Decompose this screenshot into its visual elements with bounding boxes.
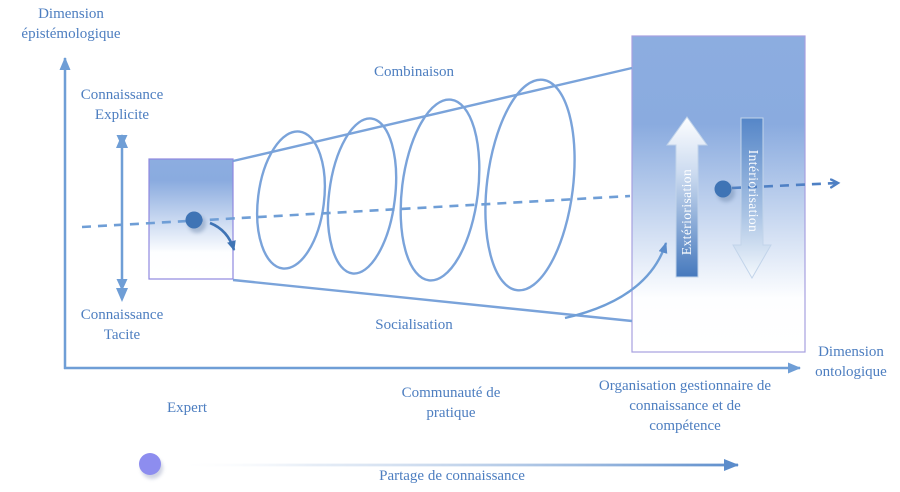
explicit-knowledge-label: Connaissance Explicite <box>80 87 164 123</box>
internalisation-label: Intériorisation <box>746 149 761 233</box>
internalisation-arrow <box>732 117 772 280</box>
knowledge-dot-expert <box>185 211 206 233</box>
tacit-knowledge-label: Connaissance Tacite <box>80 307 164 343</box>
externalisation-arrow <box>666 116 708 278</box>
knowledge-dot-organisation <box>714 180 735 202</box>
share-knowledge-dot <box>139 453 163 479</box>
stage-community-label: Communauté de pratique <box>401 385 501 421</box>
axes <box>59 57 801 374</box>
double-arrow-head-up <box>116 134 128 148</box>
externalisation-label: Extériorisation <box>679 168 694 256</box>
share-knowledge-label: Partage de connaissance <box>379 468 525 484</box>
stage-expert-label: Expert <box>167 400 207 416</box>
socialisation-to-externalisation-arrow <box>564 242 668 320</box>
stage-organisation-label: Organisation gestionnaire de connaissanc… <box>598 378 772 434</box>
combination-label: Combinaison <box>373 64 455 80</box>
socialisation-label: Socialisation <box>375 317 453 333</box>
spiral-cone <box>232 66 633 323</box>
double-arrow-head-down <box>116 288 128 302</box>
dashed-knowledge-path <box>81 194 631 229</box>
dashed-exit-arrow <box>731 183 838 190</box>
x-axis-label: Dimension ontologique <box>815 344 887 380</box>
dive-into-spiral-arrow <box>209 221 236 251</box>
y-axis-label: Dimension épistémologique <box>21 6 121 42</box>
knowledge-spiral <box>255 78 576 292</box>
